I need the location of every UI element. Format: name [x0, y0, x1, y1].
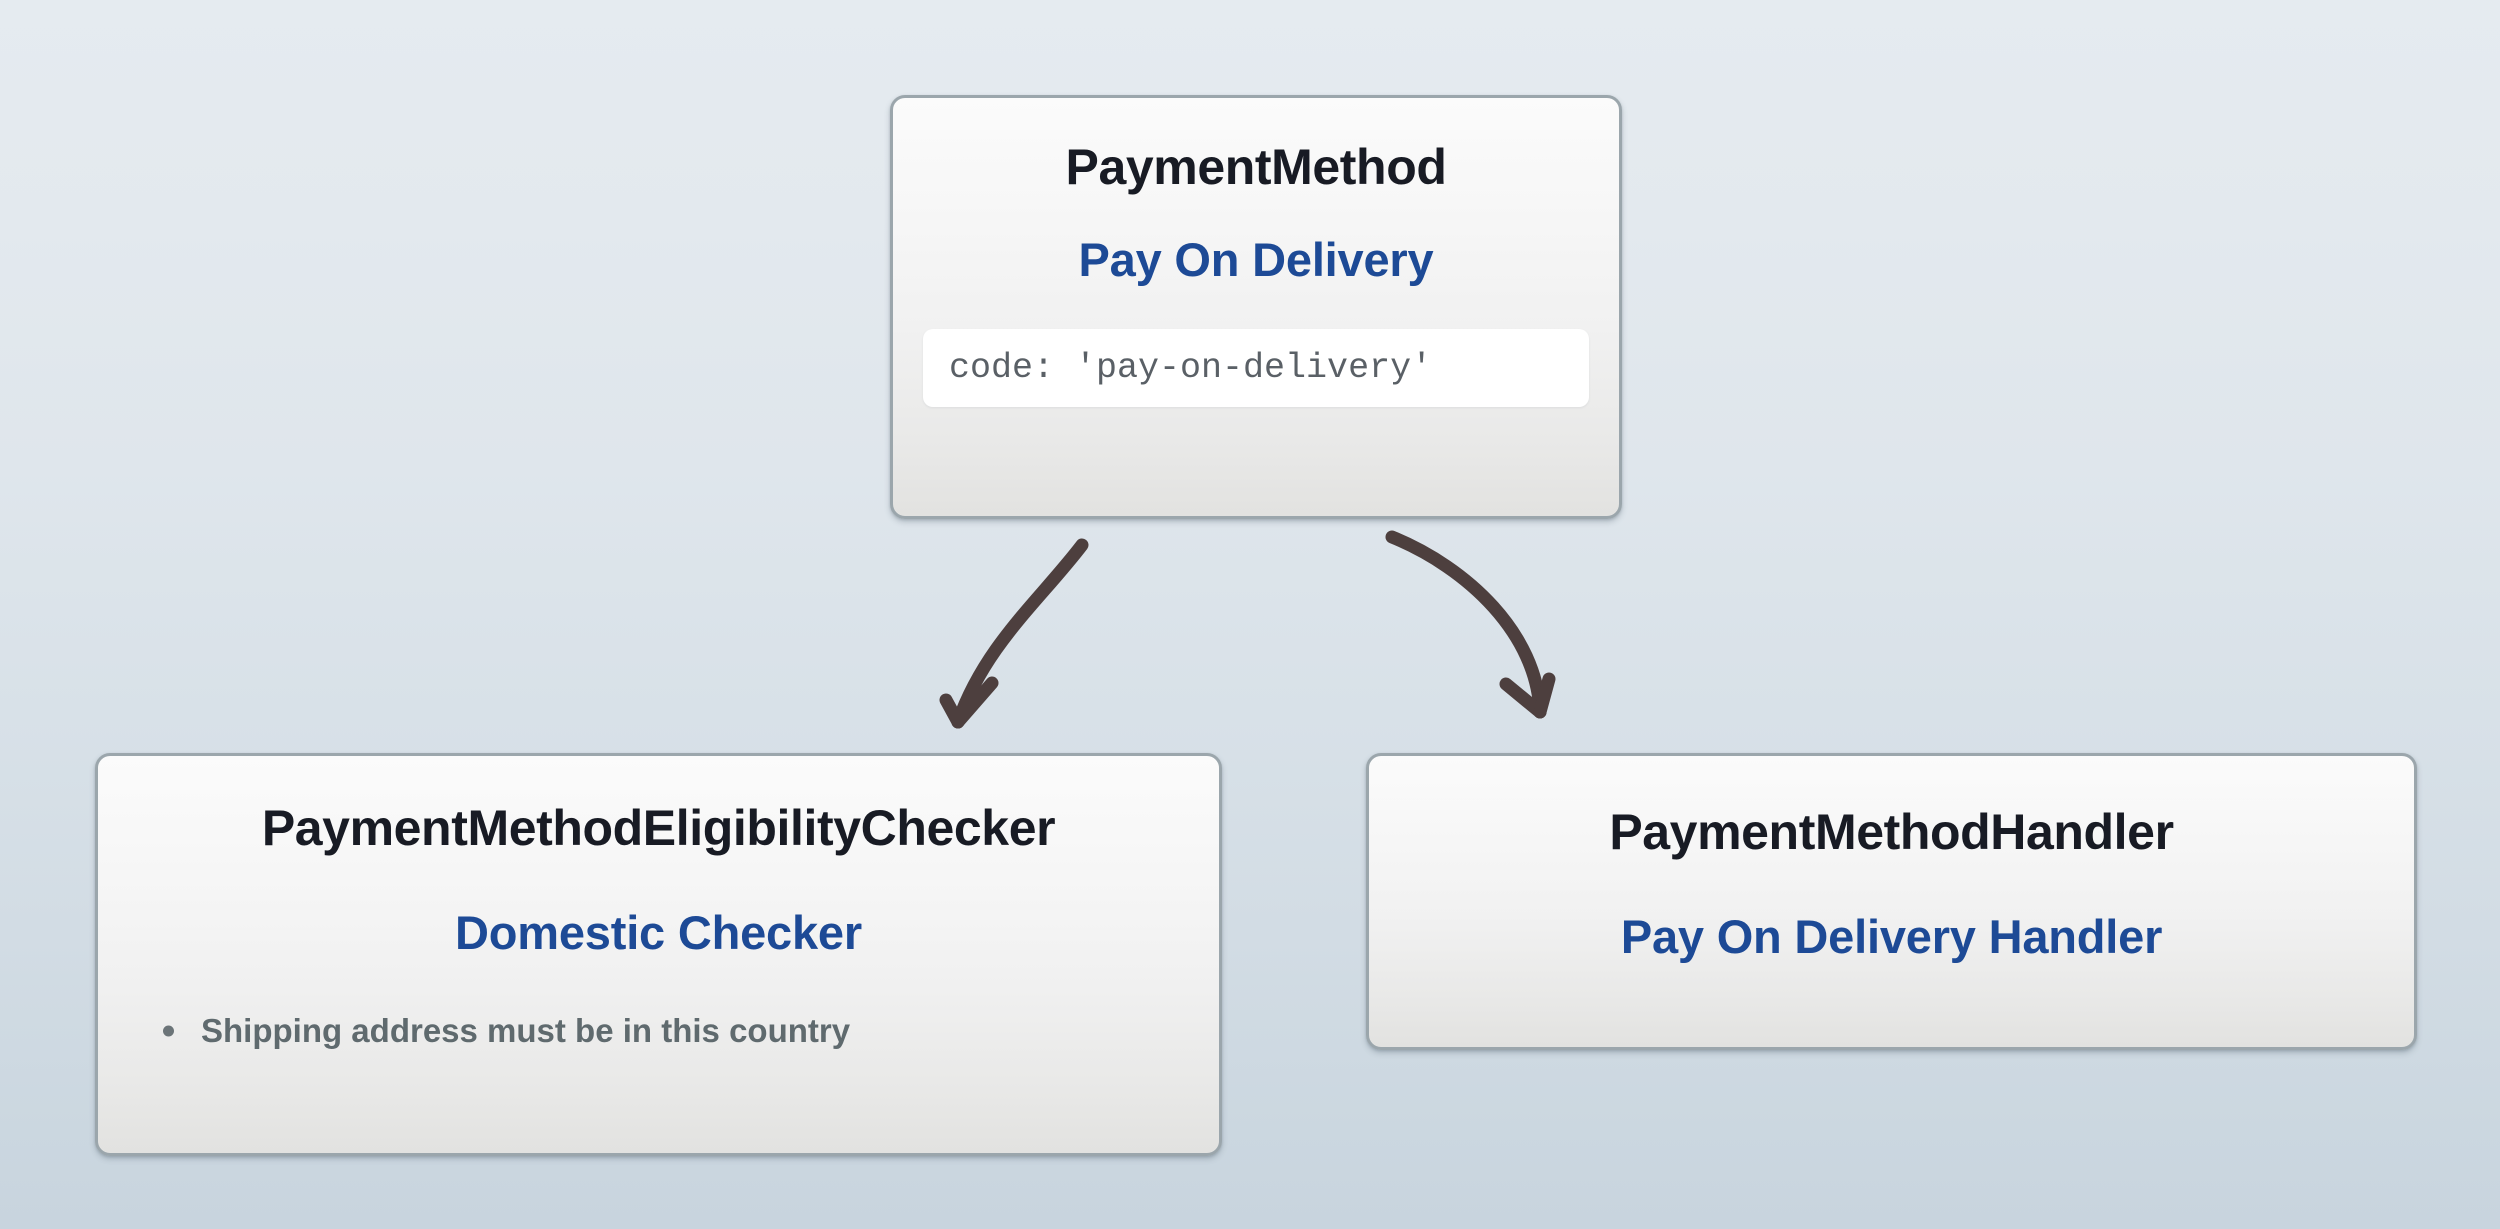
node-class-name: PaymentMethod — [1065, 139, 1447, 195]
node-instance-name: Domestic Checker — [455, 906, 862, 959]
node-instance-name: Pay On Delivery — [1078, 233, 1434, 286]
node-payment-method-eligibility-checker[interactable]: PaymentMethodEligibilityChecker Domestic… — [95, 753, 1222, 1156]
edge-root-to-checker — [939, 538, 1089, 729]
node-class-name: PaymentMethodHandler — [1609, 804, 2174, 860]
bullet-dot-icon — [163, 1025, 174, 1037]
node-detail-list: Shipping address must be in this country — [130, 1012, 1187, 1050]
node-instance-name: Pay On Delivery Handler — [1620, 910, 2163, 963]
node-class-name: PaymentMethodEligibilityChecker — [261, 800, 1056, 856]
list-item: Shipping address must be in this country — [163, 1012, 1187, 1050]
node-payment-method-handler[interactable]: PaymentMethodHandler Pay On Delivery Han… — [1366, 753, 2417, 1050]
edge-root-to-handler — [1385, 530, 1556, 719]
node-code-snippet: code: 'pay-on-delivery' — [923, 329, 1589, 407]
node-payment-method[interactable]: PaymentMethod Pay On Delivery code: 'pay… — [890, 95, 1622, 519]
list-item-label: Shipping address must be in this country — [201, 1012, 851, 1049]
